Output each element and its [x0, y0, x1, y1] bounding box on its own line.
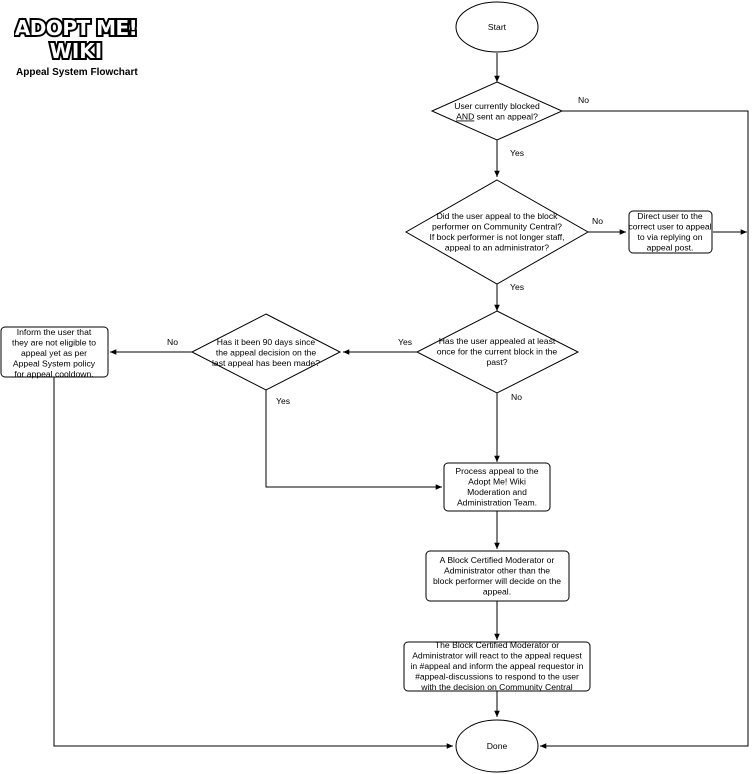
process-appeal-line: Moderation and [467, 487, 527, 497]
direct-user-line: Direct user to the [637, 211, 703, 221]
edge-label-ninety-no: No [167, 337, 178, 347]
moderator-decide-line: Administrator other than the [444, 566, 550, 576]
edge-ninety-yes [265, 390, 442, 490]
direct-user-line: appeal post. [647, 243, 694, 253]
inform-not-eligible-line: Appeal System policy [13, 359, 96, 369]
blocked-decision-line: AND sent an appeal? [456, 112, 538, 122]
moderator-react-line: with the decision on Community Central [420, 682, 573, 692]
start-node: Start [455, 1, 539, 53]
done-node: Done [455, 719, 539, 773]
edge-blocked-no-to-done [540, 110, 749, 749]
inform-not-eligible-line: appeal yet as per [21, 348, 87, 358]
done-node-text: Done [487, 741, 508, 751]
edge-label-performer-no: No [592, 216, 603, 226]
appealed-before-decision-line: Has the user appealed at least [439, 336, 556, 346]
moderator-decide-line: A Block Certified Moderator or [440, 555, 555, 565]
appealed-before-decision-line: once for the current block in the [437, 347, 558, 357]
process-appeal-line: Process appeal to the [455, 466, 538, 476]
moderator-decide-line: block performer will decide on the [433, 576, 561, 586]
edge-label-performer-yes: Yes [510, 282, 524, 292]
edge-label-appealed-yes: Yes [398, 337, 412, 347]
inform-not-eligible-line: Inform the user that [17, 327, 92, 337]
done-line: Done [487, 741, 508, 751]
ninety-days-decision-line: last appeal has been made? [212, 358, 320, 368]
process-appeal-line: Administration Team. [457, 498, 537, 508]
page-subtitle: Appeal System Flowchart [16, 67, 138, 78]
edge-labels: No Yes No Yes Yes No No Yes [167, 95, 603, 406]
edge-label-blocked-yes: Yes [510, 148, 524, 158]
logo-line-1: ADOPT ME! [15, 16, 138, 40]
moderator-decide-line: appeal. [483, 587, 511, 597]
connectors [53, 53, 749, 749]
ninety-days-decision-line: Has it been 90 days since [217, 337, 316, 347]
direct-user-line: correct user to appeal [628, 222, 711, 232]
appeal-performer-decision-line: performer on Community Central? [432, 222, 562, 232]
appeal-performer-decision-line: appeal to an administrator? [445, 243, 549, 253]
start-line: Start [488, 22, 507, 32]
moderator-react-line: in #appeal and inform the appeal request… [411, 661, 584, 671]
adopt-me-wiki-logo: ADOPT ME! WIKI [13, 14, 140, 65]
edge-label-blocked-no: No [578, 95, 589, 105]
direct-user-line: to via replying on [638, 232, 703, 242]
process-appeal-line: Adopt Me! Wiki [468, 477, 526, 487]
logo-line-2: WIKI [50, 39, 102, 63]
moderator-react-line: The Block Certified Moderator or [435, 640, 559, 650]
appeal-performer-decision-line: If bock performer is not longer staff, [429, 232, 564, 242]
appeal-performer-decision-line: Did the user appeal to the block [437, 211, 559, 221]
edge-label-ninety-yes: Yes [276, 396, 290, 406]
inform-not-eligible-line: they are not eligible to [12, 338, 96, 348]
moderator-react-line: #appeal-discussions to respond to the us… [415, 672, 579, 682]
edge-label-appealed-no: No [511, 392, 522, 402]
ninety-days-decision-line: the appeal decision on the [216, 348, 317, 358]
inform-not-eligible-line: for appeal cooldown. [14, 369, 93, 379]
start-node-text: Start [488, 22, 507, 32]
moderator-react-line: Administrator will react to the appeal r… [412, 651, 582, 661]
blocked-decision-line: User currently blocked [454, 101, 540, 111]
appealed-before-decision-line: past? [486, 357, 507, 367]
edge-inform-to-done [53, 377, 453, 749]
